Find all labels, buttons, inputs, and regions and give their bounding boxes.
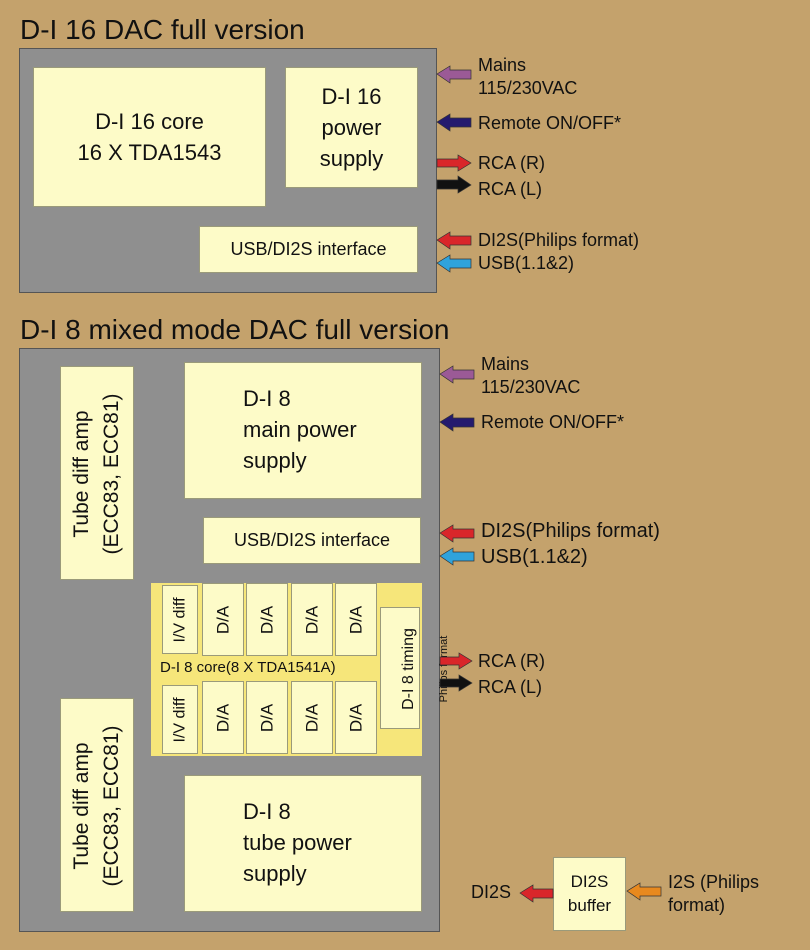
di8-remote-label: Remote ON/OFF* [481,412,625,432]
di16-di2s-label: DI2S(Philips format) [478,230,640,250]
da-top-1-block: D/A [202,583,244,656]
di8-title: D-I 8 mixed mode DAC full version [20,314,450,345]
di8-rca-l-arrow [439,674,473,692]
di8-mains-arrow [439,365,475,384]
buffer-in-arrow [626,882,662,901]
di16-power-block: D-I 16 power supply [285,67,418,188]
di8-mains-label: Mains 115/230VAC [481,354,581,397]
di8-core-block: I/V diff D/A D/A D/A D/A D-I 8 core(8 X … [151,583,450,756]
di16-usb-interface-label: USB/DI2S interface [230,239,387,259]
di8-remote-arrow [439,413,475,432]
di16-rca-r-label: RCA (R) [478,153,545,173]
di16-rca-l-arrow [436,175,472,194]
di8-tube-power-block: D-I 8 tube power supply [184,775,422,912]
da-bottom-1-block: D/A [202,681,244,754]
di16-di2s-arrow [436,231,472,250]
da-bottom-3-block: D/A [291,681,333,754]
di8-rca-l-label: RCA (L) [478,677,543,697]
di16-remote-arrow [436,113,472,132]
di16-title: D-I 16 DAC full version [20,14,305,45]
di16-core-block: D-I 16 core 16 X TDA1543 [33,67,266,207]
da-bottom-4-block: D/A [335,681,377,754]
di8-timing-block: D-I 8 timing Philips format [380,607,450,729]
di16-mains-arrow [436,65,472,84]
di8-di2s-arrow [439,524,475,543]
iv-diff-top-block: I/V diff [162,585,198,654]
di8-di2s-label: DI2S(Philips format) [481,520,660,542]
di16-remote-label: Remote ON/OFF* [478,113,622,133]
di2s-buffer-block: DI2S buffer [553,857,626,931]
tube-diff-amp-top-block: Tube diff amp (ECC83, ECC81) [60,366,134,580]
di16-rca-r-arrow [436,154,472,172]
buffer-out-arrow [519,884,554,903]
da-top-4-block: D/A [335,583,377,656]
di8-usb-arrow [439,547,475,566]
di2s-buffer-label: DI2S buffer [567,872,612,915]
di8-core-label: D-I 8 core(8 X TDA1541A) [160,659,336,676]
iv-diff-bottom-block: I/V diff [162,685,198,754]
di8-usb-interface-block: USB/DI2S interface [203,517,421,564]
tube-diff-amp-bottom-block: Tube diff amp (ECC83, ECC81) [60,698,134,912]
di16-usb-interface-block: USB/DI2S interface [199,226,418,273]
di16-core-label: D-I 16 core 16 X TDA1543 [77,109,222,165]
di8-usb-label: USB(1.1&2) [481,546,588,568]
di8-tube-power-label: D-I 8 tube power supply [243,799,352,886]
buffer-out-label: DI2S [471,882,512,902]
di16-usb-arrow [436,254,472,273]
da-bottom-2-block: D/A [246,681,288,754]
di8-main-power-label: D-I 8 main power supply [243,386,357,473]
di8-usb-interface-label: USB/DI2S interface [233,530,391,550]
di16-power-label: D-I 16 power supply [319,84,384,171]
da-top-3-block: D/A [291,583,333,656]
di16-mains-label: Mains 115/230VAC [478,55,578,98]
di8-rca-r-arrow [439,652,473,670]
di16-rca-l-label: RCA (L) [478,179,543,199]
buffer-in-label: I2S (Philips format) [668,872,760,915]
di8-main-power-block: D-I 8 main power supply [184,362,422,499]
di8-rca-r-label: RCA (R) [478,651,545,671]
da-top-2-block: D/A [246,583,288,656]
di16-usb-label: USB(1.1&2) [478,253,575,273]
